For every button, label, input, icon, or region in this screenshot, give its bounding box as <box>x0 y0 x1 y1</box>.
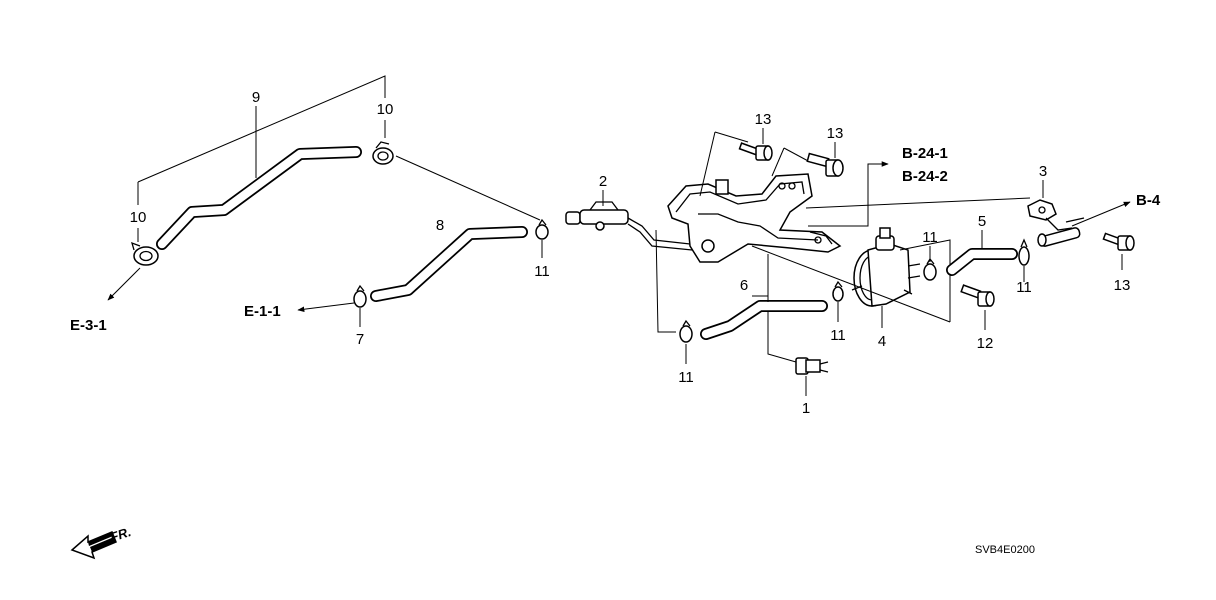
callout-8: 8 <box>436 217 444 234</box>
hose-6 <box>700 300 828 340</box>
clamp-11-c <box>832 280 844 302</box>
callout-7: 7 <box>356 331 364 348</box>
callout-11-e: 11 <box>1016 279 1032 296</box>
callout-6: 6 <box>740 277 748 294</box>
diagram-code: SVB4E0200 <box>975 544 1035 556</box>
callout-10-lower: 10 <box>130 209 147 226</box>
callout-10-upper: 10 <box>377 101 394 118</box>
ref-e-1-1: E-1-1 <box>244 303 281 320</box>
clamp-10-upper <box>372 141 394 165</box>
callout-11-c: 11 <box>830 327 846 344</box>
bolt-12 <box>960 284 995 307</box>
callout-4: 4 <box>878 333 886 350</box>
callout-13-right: 13 <box>1114 277 1131 294</box>
callout-11-a: 11 <box>534 263 550 280</box>
callout-12: 12 <box>977 335 994 352</box>
bracket-assembly <box>667 173 842 263</box>
sensor-1 <box>795 357 829 375</box>
callout-11-b: 11 <box>678 369 694 386</box>
callout-5: 5 <box>978 213 986 230</box>
hose-8 <box>370 226 528 302</box>
front-direction-arrow <box>70 531 117 560</box>
callout-13-left: 13 <box>755 111 772 128</box>
clamp-11-b <box>679 319 693 343</box>
callout-3: 3 <box>1039 163 1047 180</box>
callout-1: 1 <box>802 400 810 417</box>
actuator-4 <box>851 227 921 307</box>
ref-b-24-2: B-24-2 <box>902 168 948 185</box>
front-direction-label: FR. <box>108 524 133 545</box>
callout-13-center: 13 <box>827 125 844 142</box>
ref-b-24-1: B-24-1 <box>902 145 948 162</box>
clamp-10-lower <box>131 241 159 266</box>
ref-b-4: B-4 <box>1136 192 1161 209</box>
clamp-7 <box>353 284 367 308</box>
bracket-3 <box>1027 199 1085 247</box>
callout-11-d: 11 <box>922 229 938 246</box>
bolt-13-center <box>806 152 844 177</box>
callout-2: 2 <box>599 173 607 190</box>
callout-9: 9 <box>252 89 260 106</box>
bolt-13-right <box>1102 232 1135 251</box>
hose-5 <box>946 248 1018 276</box>
bolt-13-left <box>738 142 773 161</box>
clamp-11-d <box>923 257 937 281</box>
clamp-11-a <box>535 218 549 240</box>
clamp-11-e <box>1018 238 1030 266</box>
hose-9 <box>156 146 362 250</box>
ref-e-3-1: E-3-1 <box>70 317 107 334</box>
